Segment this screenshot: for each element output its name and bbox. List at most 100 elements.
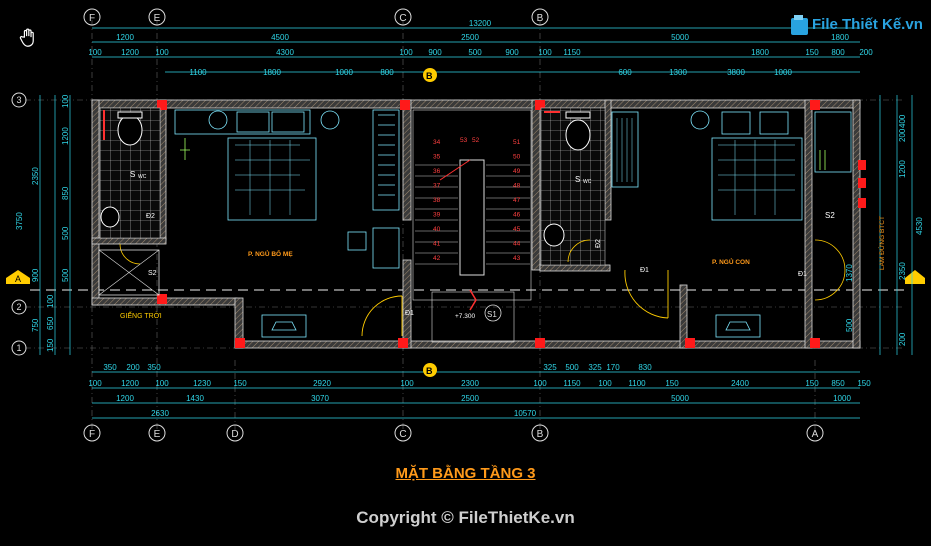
- dim-top2-2: 1200: [121, 48, 139, 57]
- stair-number: 41: [433, 241, 441, 248]
- axis-left-3: 3: [16, 95, 21, 105]
- section-marker-bottom: B: [423, 363, 437, 377]
- dim-top3-7: 3800: [727, 68, 745, 77]
- axis-bottom-c: C: [399, 429, 406, 440]
- dim-left-2: 1200: [61, 127, 70, 145]
- dim-bot2-7: 100: [400, 379, 414, 388]
- dim-left-12: 500: [61, 268, 70, 282]
- axis-left-a: A: [15, 274, 21, 284]
- axis-bottom-a: A: [812, 429, 819, 440]
- dim-bot1-1: 350: [103, 363, 117, 372]
- section-marker-top: B: [423, 68, 437, 82]
- dim-right-5: 2350: [898, 262, 907, 280]
- dim-bot3-2: 1430: [186, 394, 204, 403]
- stair-number: 46: [513, 212, 521, 219]
- stair-number: 43: [513, 255, 521, 262]
- left-wc: WC S Đ2: [99, 107, 161, 265]
- axis-bottom-d: D: [231, 429, 238, 440]
- stair-number: 47: [513, 197, 521, 204]
- site-logo: File Thiết Kế.vn: [790, 12, 923, 40]
- dim-top2-8: 900: [505, 48, 519, 57]
- axis-top-c: C: [399, 13, 406, 24]
- dim-right-1: 400: [898, 114, 907, 128]
- dim-top-5: 1800: [831, 33, 849, 42]
- dim-bot2-1: 100: [88, 379, 102, 388]
- dim-top3-5: 600: [618, 68, 632, 77]
- child-bedroom-label: P. NGỦ CON: [712, 257, 750, 266]
- dim-bot2-9: 100: [533, 379, 547, 388]
- stair-number: 51: [513, 139, 521, 146]
- dim-top3-3: 1000: [335, 68, 353, 77]
- dim-top2-10: 1150: [563, 48, 581, 57]
- dim-bot2-3: 100: [155, 379, 169, 388]
- door-d2-right: Đ2: [595, 239, 602, 248]
- dim-lines-left: [39, 95, 71, 355]
- door-d1-closet: Đ1: [798, 271, 807, 278]
- master-bedroom: [174, 109, 400, 338]
- dim-right-3: 1200: [898, 160, 907, 178]
- dim-top3-1: 1100: [189, 68, 207, 77]
- dim-bot2-6: 2920: [313, 379, 331, 388]
- dim-right-8: 200: [898, 332, 907, 346]
- dim-top2-4: 4300: [276, 48, 294, 57]
- dim-bot4-2: 10570: [514, 409, 537, 418]
- dim-left-9: 150: [46, 338, 55, 352]
- dim-bot1-7: 170: [606, 363, 620, 372]
- section-arrow-left: [6, 270, 30, 284]
- staircase: S1 +7.300: [412, 109, 532, 343]
- section-marker-bottom-label: B: [426, 366, 433, 376]
- dim-left-5: 900: [31, 268, 40, 282]
- s-label-left: S: [130, 170, 135, 179]
- dim-bot1-5: 500: [565, 363, 579, 372]
- wc-label-left: WC: [138, 174, 147, 180]
- dim-left-4: 3750: [15, 212, 24, 230]
- dim-bot1-6: 325: [588, 363, 602, 372]
- axis-left-1: 1: [16, 343, 21, 353]
- dim-bot3-5: 5000: [671, 394, 689, 403]
- stair-num-52: 52: [472, 137, 480, 144]
- dim-lines-right: [879, 95, 913, 355]
- dim-bot2-8: 2300: [461, 379, 479, 388]
- dim-overall: 13200: [469, 19, 492, 28]
- pan-hand-icon[interactable]: [18, 27, 40, 49]
- axis-left-2: 2: [16, 302, 21, 312]
- dim-right-4: 4530: [915, 217, 924, 235]
- axis-top-b: B: [537, 13, 544, 24]
- stair-number: 48: [513, 183, 521, 190]
- dim-top2-5: 100: [399, 48, 413, 57]
- dim-lines-top: [92, 27, 860, 73]
- folder-icon: [791, 15, 808, 35]
- logo-text: File Thiết Kế.vn: [812, 16, 923, 33]
- dim-lines-bottom: [92, 371, 860, 419]
- door-swing-master: [361, 295, 403, 337]
- stair-number: 37: [433, 183, 441, 190]
- door-swing-balcony: [814, 239, 846, 301]
- dim-left-1: 100: [61, 94, 70, 108]
- dim-bot2-17: 150: [857, 379, 871, 388]
- dim-top3-6: 1300: [669, 68, 687, 77]
- stair-number: 44: [513, 241, 521, 248]
- dim-top-3: 2500: [461, 33, 479, 42]
- columns: [157, 100, 866, 348]
- dim-left-11: 850: [61, 186, 70, 200]
- dim-bot2-14: 2400: [731, 379, 749, 388]
- dim-top-2: 4500: [271, 33, 289, 42]
- s-label-right: S: [575, 175, 580, 184]
- lam-dung-label: LAM ĐỨNG BTCT: [877, 216, 886, 270]
- dim-left-7: 750: [31, 318, 40, 332]
- stair-number: 38: [433, 197, 441, 204]
- dim-bot3-6: 1000: [833, 394, 851, 403]
- door-d2-left: Đ2: [146, 213, 155, 220]
- dim-bot2-12: 1100: [628, 379, 646, 388]
- dim-bot3-3: 3070: [311, 394, 329, 403]
- axis-bubbles-top: [83, 8, 549, 26]
- dim-left-6: 500: [61, 226, 70, 240]
- stair-number: 50: [513, 154, 521, 161]
- s2-left-label: S2: [148, 270, 157, 277]
- wc-label-right: WC: [583, 179, 592, 185]
- elevation-label: +7.300: [455, 313, 475, 320]
- dim-right-6: 1370: [845, 264, 854, 282]
- section-arrow-right: [905, 270, 925, 284]
- walls: [91, 99, 861, 349]
